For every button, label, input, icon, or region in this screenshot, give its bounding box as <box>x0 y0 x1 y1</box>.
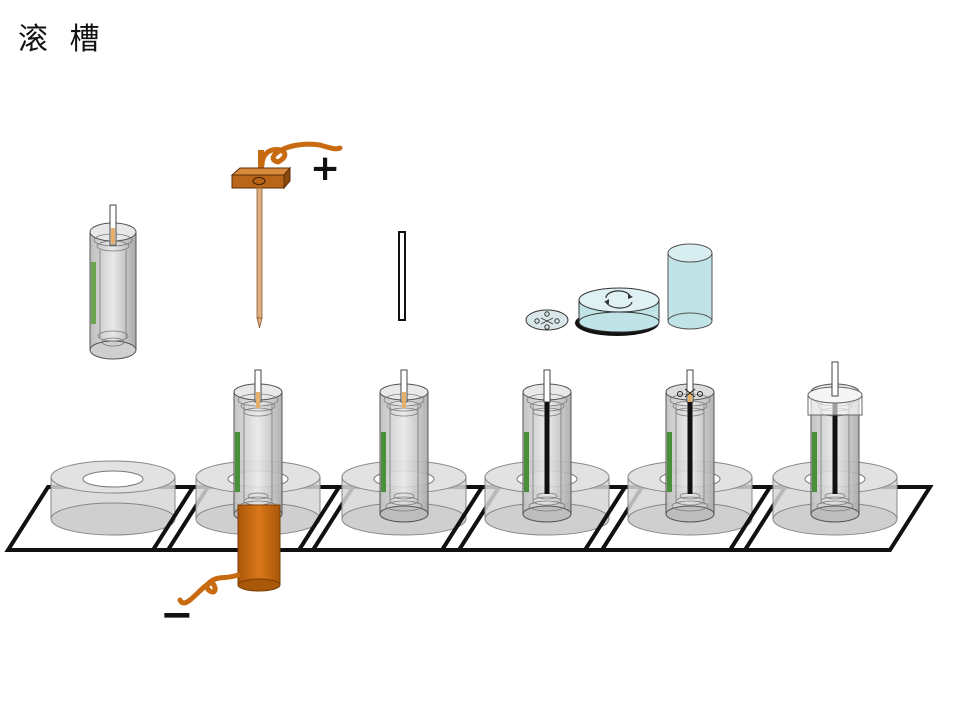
station-2 <box>149 369 357 552</box>
station-1 <box>4 460 212 552</box>
station-4 <box>438 369 646 552</box>
anode-sign: + <box>310 148 340 189</box>
insulator-strip <box>235 432 240 492</box>
steel-rod <box>398 231 406 321</box>
insulator-strip <box>667 432 672 492</box>
station-6 <box>726 361 934 552</box>
cell-tab <box>543 369 551 403</box>
cathode-sign: − <box>160 592 194 638</box>
outer-tube <box>667 243 713 330</box>
cell-body <box>379 391 429 515</box>
steel-rod-inserted <box>544 402 550 494</box>
gasket-washer <box>525 309 569 331</box>
station-5 <box>581 369 789 552</box>
page-title: 滚 槽 <box>18 22 106 57</box>
insulator-strip <box>524 432 529 492</box>
cell-body <box>233 391 283 515</box>
steel-rod-inserted <box>832 402 838 494</box>
insulator-strip <box>381 432 386 492</box>
insulator-strip <box>812 432 817 492</box>
cathode-lead <box>177 504 281 606</box>
loose-cell <box>89 204 137 360</box>
station-3 <box>295 369 503 552</box>
steel-rod-inserted <box>687 402 693 494</box>
conveyor <box>4 361 934 552</box>
sealing-cap <box>575 287 660 336</box>
anode-pin-holder <box>230 141 343 329</box>
